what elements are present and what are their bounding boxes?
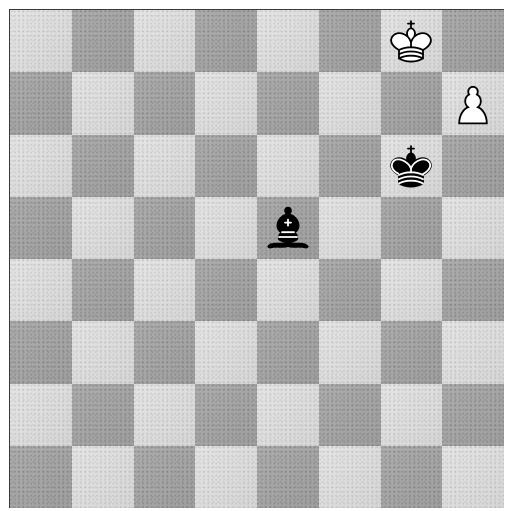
square-g1[interactable] [381, 446, 443, 508]
square-h3[interactable] [442, 321, 504, 383]
square-a2[interactable] [10, 384, 72, 446]
square-f4[interactable] [319, 259, 381, 321]
square-h6[interactable] [442, 135, 504, 197]
square-c1[interactable] [134, 446, 196, 508]
square-g6[interactable] [381, 135, 443, 197]
square-g4[interactable] [381, 259, 443, 321]
square-h7[interactable] [442, 72, 504, 134]
square-d5[interactable] [195, 197, 257, 259]
white-king-icon[interactable] [384, 14, 438, 68]
square-a6[interactable] [10, 135, 72, 197]
square-b5[interactable] [72, 197, 134, 259]
square-g2[interactable] [381, 384, 443, 446]
square-a8[interactable] [10, 10, 72, 72]
square-d2[interactable] [195, 384, 257, 446]
square-g3[interactable] [381, 321, 443, 383]
square-f5[interactable] [319, 197, 381, 259]
square-f1[interactable] [319, 446, 381, 508]
square-e1[interactable] [257, 446, 319, 508]
white-pawn-icon[interactable] [446, 76, 500, 130]
square-h1[interactable] [442, 446, 504, 508]
square-c4[interactable] [134, 259, 196, 321]
square-c2[interactable] [134, 384, 196, 446]
square-e6[interactable] [257, 135, 319, 197]
square-d1[interactable] [195, 446, 257, 508]
square-h8[interactable] [442, 10, 504, 72]
square-g8[interactable] [381, 10, 443, 72]
square-d3[interactable] [195, 321, 257, 383]
square-a5[interactable] [10, 197, 72, 259]
square-a4[interactable] [10, 259, 72, 321]
square-f3[interactable] [319, 321, 381, 383]
square-b8[interactable] [72, 10, 134, 72]
square-b2[interactable] [72, 384, 134, 446]
square-e8[interactable] [257, 10, 319, 72]
black-bishop-icon[interactable] [261, 201, 315, 255]
square-a1[interactable] [10, 446, 72, 508]
square-f6[interactable] [319, 135, 381, 197]
square-e2[interactable] [257, 384, 319, 446]
square-d8[interactable] [195, 10, 257, 72]
square-f8[interactable] [319, 10, 381, 72]
square-h5[interactable] [442, 197, 504, 259]
square-d4[interactable] [195, 259, 257, 321]
square-e5[interactable] [257, 197, 319, 259]
square-h4[interactable] [442, 259, 504, 321]
square-g5[interactable] [381, 197, 443, 259]
square-c7[interactable] [134, 72, 196, 134]
square-f7[interactable] [319, 72, 381, 134]
square-f2[interactable] [319, 384, 381, 446]
square-b7[interactable] [72, 72, 134, 134]
square-b3[interactable] [72, 321, 134, 383]
square-e3[interactable] [257, 321, 319, 383]
square-a7[interactable] [10, 72, 72, 134]
square-b1[interactable] [72, 446, 134, 508]
square-c3[interactable] [134, 321, 196, 383]
square-a3[interactable] [10, 321, 72, 383]
square-c8[interactable] [134, 10, 196, 72]
square-b4[interactable] [72, 259, 134, 321]
square-h2[interactable] [442, 384, 504, 446]
square-e4[interactable] [257, 259, 319, 321]
square-c6[interactable] [134, 135, 196, 197]
square-d6[interactable] [195, 135, 257, 197]
square-c5[interactable] [134, 197, 196, 259]
square-g7[interactable] [381, 72, 443, 134]
chess-board-frame [9, 9, 504, 508]
square-e7[interactable] [257, 72, 319, 134]
chess-board [10, 10, 504, 508]
square-d7[interactable] [195, 72, 257, 134]
square-b6[interactable] [72, 135, 134, 197]
black-king-icon[interactable] [384, 139, 438, 193]
